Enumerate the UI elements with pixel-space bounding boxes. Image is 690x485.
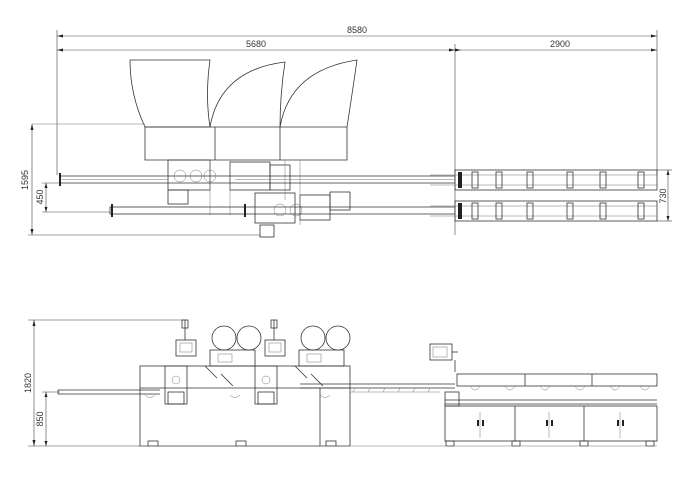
left-control-unit	[175, 319, 262, 387]
right-control-unit	[264, 319, 351, 387]
plan-partial-width-dimension: 450	[35, 182, 110, 213]
conveyor-control-panel	[429, 343, 458, 372]
work-height-label: 850	[35, 411, 45, 426]
elevation-machine-body	[139, 365, 351, 447]
conveyor-width-dimension: 730	[657, 169, 672, 222]
hopper-group	[32, 59, 358, 161]
elevation-view: 1820 850	[23, 319, 658, 447]
left-length-dimension: 5680	[57, 39, 455, 52]
overall-length-label: 8580	[347, 25, 367, 35]
elevation-height-dimension: 1820	[23, 319, 185, 447]
plan-total-width-label: 1595	[20, 170, 30, 190]
plan-partial-width-label: 450	[35, 189, 45, 204]
upper-feed-rail	[59, 173, 455, 186]
lower-conveyor-plan	[430, 200, 658, 222]
plan-view: 1595 450 730	[20, 59, 672, 238]
plan-total-width-dimension: 1595	[20, 124, 260, 236]
transfer-rail	[300, 383, 455, 393]
plan-machine-frame	[167, 159, 351, 238]
lower-feed-rail	[109, 204, 455, 217]
machine-feet	[147, 440, 655, 447]
conveyor-cabinet	[444, 373, 658, 442]
elevation-height-label: 1820	[23, 373, 33, 393]
upper-conveyor-plan	[430, 169, 658, 191]
infeed-table	[57, 389, 160, 395]
right-length-label: 2900	[550, 39, 570, 49]
conveyor-width-label: 730	[658, 188, 668, 203]
right-length-dimension: 2900	[454, 39, 657, 235]
left-length-label: 5680	[246, 39, 266, 49]
work-height-dimension: 850	[35, 391, 60, 446]
overall-length-dimension: 8580	[56, 25, 658, 175]
